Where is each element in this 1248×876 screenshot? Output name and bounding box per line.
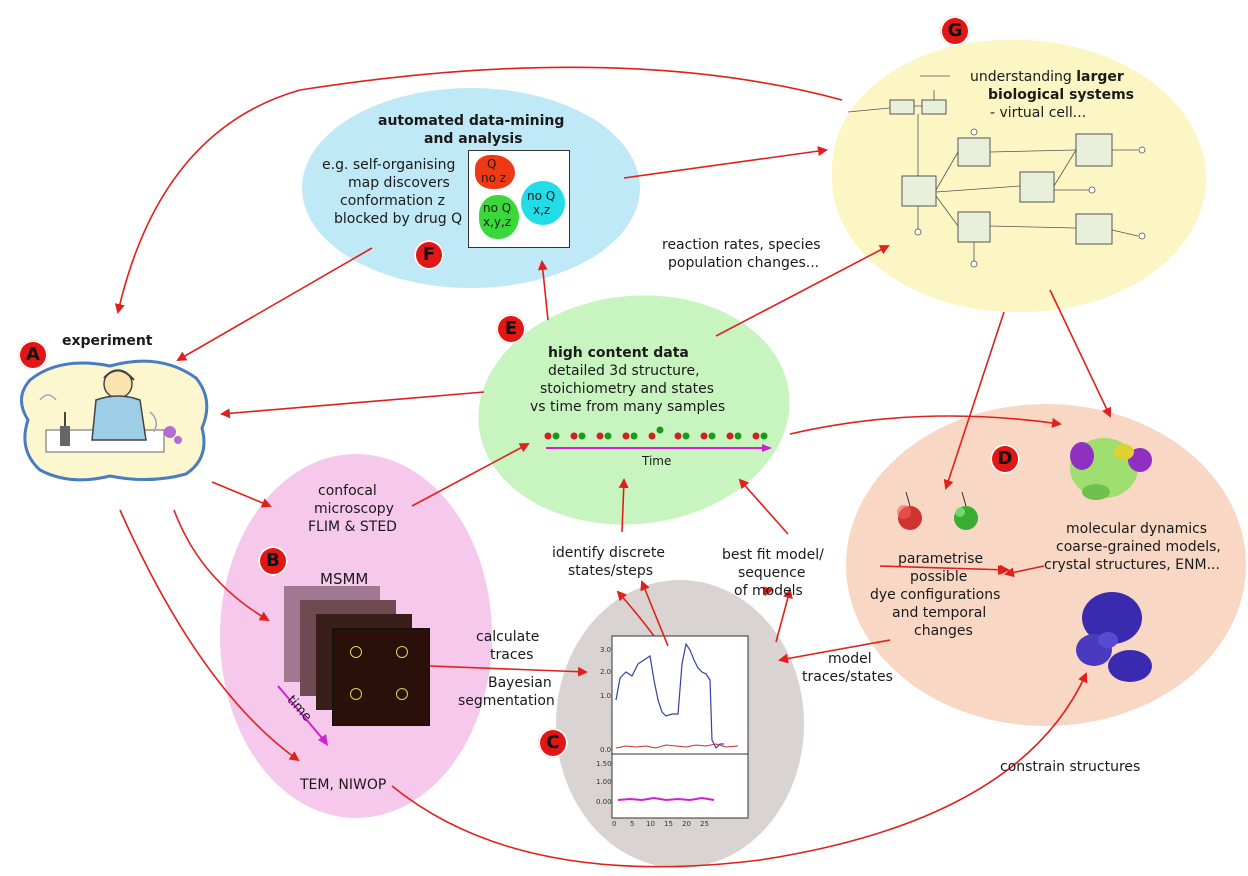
svg-text:3.0: 3.0 xyxy=(600,646,611,654)
badge-a: A xyxy=(18,340,48,370)
model-traces-line-1: model xyxy=(828,651,872,667)
svg-text:25: 25 xyxy=(700,820,709,828)
som-map: Q no z no Q x,z no Q x,y,z xyxy=(468,150,570,248)
md-line-3: crystal structures, ENM... xyxy=(1044,557,1220,573)
tem-label: TEM, NIWOP xyxy=(300,777,387,793)
parametrise-line-2: possible xyxy=(910,569,968,585)
reaction-line-1: reaction rates, species xyxy=(662,237,821,253)
bayesian-line-1: Bayesian xyxy=(488,675,552,691)
svg-text:1.0: 1.0 xyxy=(600,692,611,700)
som-cyan-line1: no Q xyxy=(527,189,556,203)
systems-line-2: biological systems xyxy=(988,87,1134,103)
som-cluster-green xyxy=(479,195,519,239)
confocal-line-3: FLIM & STED xyxy=(308,519,397,535)
bestfit-line-1: best fit model/ xyxy=(722,547,824,563)
high-content-line-3: vs time from many samples xyxy=(530,399,726,415)
high-content-line-1: detailed 3d structure, xyxy=(548,363,700,379)
identify-line-2: states/steps xyxy=(568,563,654,579)
md-structure xyxy=(1070,438,1152,500)
som-cluster-red xyxy=(475,155,515,189)
svg-text:15: 15 xyxy=(664,820,673,828)
badge-g: G xyxy=(940,16,970,46)
structure-blob xyxy=(846,404,1246,726)
bestfit-line-3: of models xyxy=(734,583,803,599)
model-traces-line-2: traces/states xyxy=(802,669,893,685)
md-line-2: coarse-grained models, xyxy=(1056,539,1221,555)
systems-line-1-regular: understanding xyxy=(970,69,1077,85)
svg-text:0.0: 0.0 xyxy=(600,746,611,754)
badge-b: B xyxy=(258,546,288,576)
data-mining-text-4: blocked by drug Q xyxy=(334,211,463,227)
som-red-line1: Q xyxy=(487,157,497,171)
parametrise-line-3: dye configurations xyxy=(870,587,1001,603)
time-label: Time xyxy=(642,454,672,468)
reaction-line-2: population changes... xyxy=(668,255,820,271)
high-content-line-2: stoichiometry and states xyxy=(540,381,715,397)
identify-line-1: identify discrete xyxy=(552,545,665,561)
crystal-structure xyxy=(1076,592,1152,682)
data-mining-title-1: automated data-mining xyxy=(378,113,565,129)
svg-text:1.50: 1.50 xyxy=(596,760,612,768)
data-mining-text-3: conformation z xyxy=(340,193,445,209)
svg-text:20: 20 xyxy=(682,820,691,828)
data-mining-text-1: e.g. self-organising xyxy=(322,157,456,173)
badge-c: C xyxy=(538,728,568,758)
badge-e: E xyxy=(496,314,526,344)
som-green-line2: x,y,z xyxy=(483,215,512,229)
som-cyan-line2: x,z xyxy=(533,203,551,217)
svg-text:2.0: 2.0 xyxy=(600,668,611,676)
confocal-line-2: microscopy xyxy=(314,501,394,517)
msmm-label: MSMM xyxy=(320,570,369,588)
msmm-image-stack xyxy=(284,586,434,726)
data-mining-title-2: and analysis xyxy=(424,131,523,147)
som-cluster-cyan xyxy=(521,181,565,225)
parametrise-line-1: parametrise xyxy=(898,551,984,567)
confocal-line-1: confocal xyxy=(318,483,377,499)
experiment-label: experiment xyxy=(62,333,153,349)
systems-line-1: understanding larger xyxy=(970,68,1124,86)
svg-text:10: 10 xyxy=(646,820,655,828)
som-red-line2: no z xyxy=(481,171,507,185)
bayesian-line-2: segmentation xyxy=(458,693,555,709)
calculate-line-2: traces xyxy=(490,647,534,663)
parametrise-line-5: changes xyxy=(914,623,973,639)
dye-pairs xyxy=(544,426,768,440)
badge-f: F xyxy=(414,240,444,270)
md-line-1: molecular dynamics xyxy=(1066,521,1208,537)
som-green-line1: no Q xyxy=(483,201,512,215)
svg-text:5: 5 xyxy=(630,820,634,828)
data-mining-text-2: map discovers xyxy=(348,175,450,191)
bestfit-line-2: sequence xyxy=(738,565,806,581)
calculate-line-1: calculate xyxy=(476,629,540,645)
svg-text:0: 0 xyxy=(612,820,616,828)
constrain-label: constrain structures xyxy=(1000,759,1141,775)
parametrise-line-4: and temporal xyxy=(892,605,987,621)
high-content-title: high content data xyxy=(548,345,689,361)
svg-text:1.00: 1.00 xyxy=(596,778,612,786)
systems-line-3: - virtual cell... xyxy=(990,105,1087,121)
systems-line-1-bold: larger xyxy=(1076,69,1124,85)
systems-blob xyxy=(832,40,1206,312)
svg-text:0.00: 0.00 xyxy=(596,798,612,806)
badge-d: D xyxy=(990,444,1020,474)
